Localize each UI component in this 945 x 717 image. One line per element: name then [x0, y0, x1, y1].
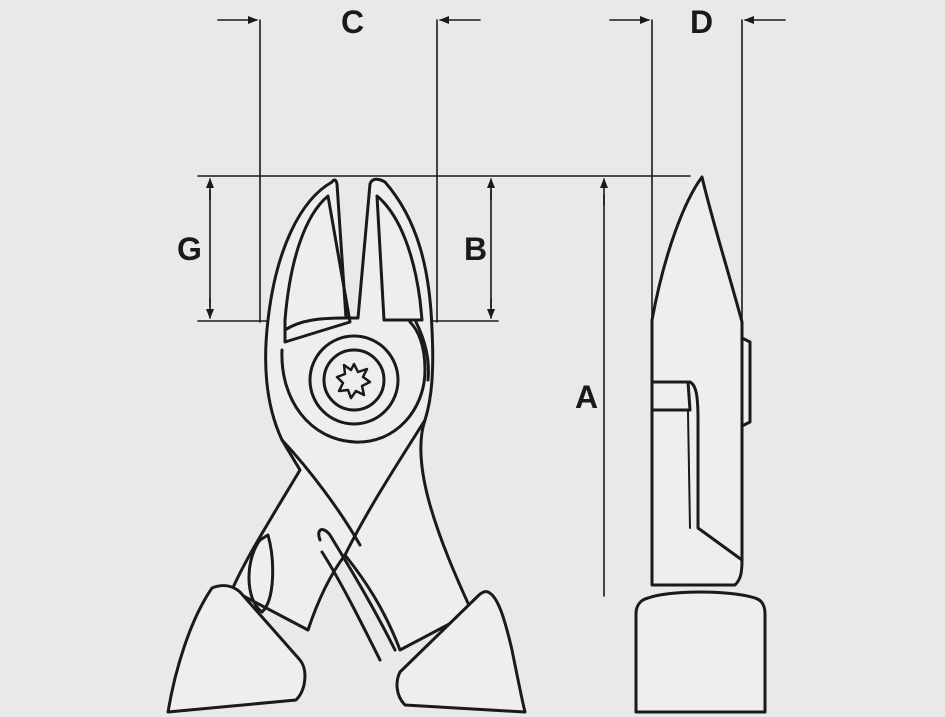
pivot-boss: [280, 320, 427, 444]
spring-wire: [317, 528, 397, 652]
pliers-side-view: [634, 175, 767, 714]
side-joint-line: [688, 380, 744, 562]
left-spring-loop: [247, 533, 275, 614]
dim-label-g: G: [177, 231, 202, 267]
right-jaw-inner: [375, 194, 424, 322]
right-jaw-curve: [414, 320, 430, 382]
handle-cross-left: [280, 438, 362, 547]
side-joint-inner: [687, 411, 691, 529]
right-grip: [395, 590, 527, 714]
side-blade: [650, 175, 744, 587]
pivot-bolt: [322, 348, 386, 412]
handle-cross-right: [343, 418, 427, 557]
side-grip: [634, 590, 767, 714]
left-grip: [166, 584, 307, 714]
side-joint-step: [650, 380, 692, 412]
dim-label-a: A: [575, 379, 598, 415]
left-jaw-inner: [283, 194, 352, 344]
left-jaw-ridge: [283, 316, 347, 332]
spring-wire-inner: [320, 550, 382, 662]
pliers-front-view: [166, 177, 527, 714]
torx-star-icon: [335, 362, 372, 400]
side-rivet-plate: [740, 336, 752, 428]
dim-label-d: D: [690, 4, 713, 40]
dim-label-c: C: [341, 4, 364, 40]
dimension-lines: [197, 16, 786, 597]
dim-label-b: B: [464, 231, 487, 267]
